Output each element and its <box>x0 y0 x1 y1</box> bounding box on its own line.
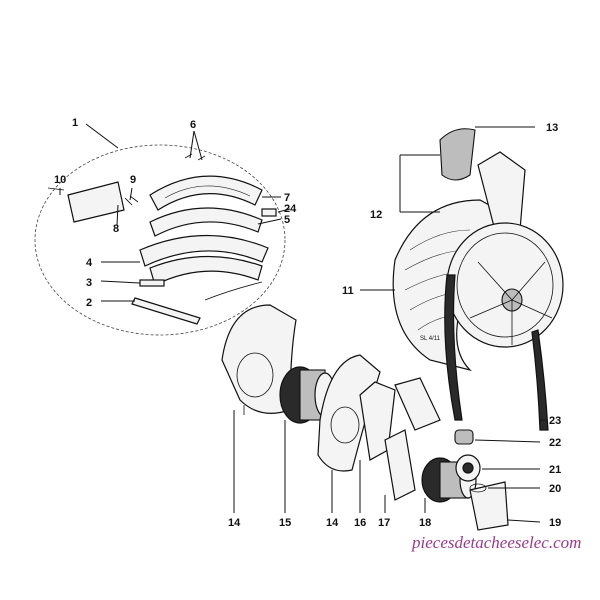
callout-14-right: 14 <box>326 517 339 529</box>
part-3-piece <box>139 279 165 287</box>
callout-17: 17 <box>378 517 390 529</box>
callout-18: 18 <box>419 517 431 529</box>
leader-lines <box>59 123 545 523</box>
callout-14-left: 14 <box>228 517 241 529</box>
part-19-bracket <box>469 481 509 531</box>
part-4-frame-lower <box>149 255 263 286</box>
callout-19: 19 <box>549 517 561 529</box>
part-20-ring <box>469 483 487 493</box>
part-24-block <box>261 208 277 217</box>
drum-wheel <box>446 222 564 348</box>
callout-21: 21 <box>549 464 561 476</box>
callout-7: 7 <box>284 192 290 204</box>
lid-assembly-group <box>34 144 286 336</box>
part-5-panel <box>149 207 263 237</box>
callout-16: 16 <box>354 517 366 529</box>
part-23-belt-left <box>444 274 463 421</box>
part-7-cover <box>149 175 263 211</box>
callout-labels: 1 2 3 4 5 6 7 8 9 10 11 12 13 14 14 15 1… <box>54 117 561 529</box>
watermark-text: piecesdetacheeselec.com <box>411 533 581 552</box>
callout-9: 9 <box>130 174 136 186</box>
part-2-bar <box>131 297 201 325</box>
callout-8: 8 <box>113 223 119 235</box>
callout-20: 20 <box>549 483 561 495</box>
callout-5: 5 <box>284 214 290 226</box>
callout-11: 11 <box>342 285 354 297</box>
callout-10: 10 <box>54 174 66 186</box>
callout-2: 2 <box>86 297 92 309</box>
part-22-tensioner <box>454 429 474 445</box>
part-4-frame <box>139 234 269 267</box>
part-8-hinge-plate <box>67 181 125 223</box>
assembly-outline <box>34 144 286 336</box>
part-14-fan-housing-left <box>221 304 297 414</box>
callout-12: 12 <box>370 209 382 221</box>
callout-24: 24 <box>284 203 297 215</box>
callout-4: 4 <box>86 257 93 269</box>
callout-22: 22 <box>549 437 561 449</box>
callout-1: 1 <box>72 117 78 129</box>
callout-6: 6 <box>190 119 196 131</box>
part-23-belt-right <box>531 329 549 431</box>
callout-23: 23 <box>549 415 561 427</box>
part-17-plate <box>384 429 416 501</box>
part-17-housing <box>394 377 441 431</box>
callout-3: 3 <box>86 277 92 289</box>
callout-13: 13 <box>546 122 558 134</box>
drawing-serial: SL 4/11 <box>420 336 441 342</box>
fan-motor-group <box>221 304 509 531</box>
part-13-filter <box>439 128 476 181</box>
callout-15: 15 <box>279 517 291 529</box>
drum-assembly-group: SL 4/11 <box>392 128 564 431</box>
